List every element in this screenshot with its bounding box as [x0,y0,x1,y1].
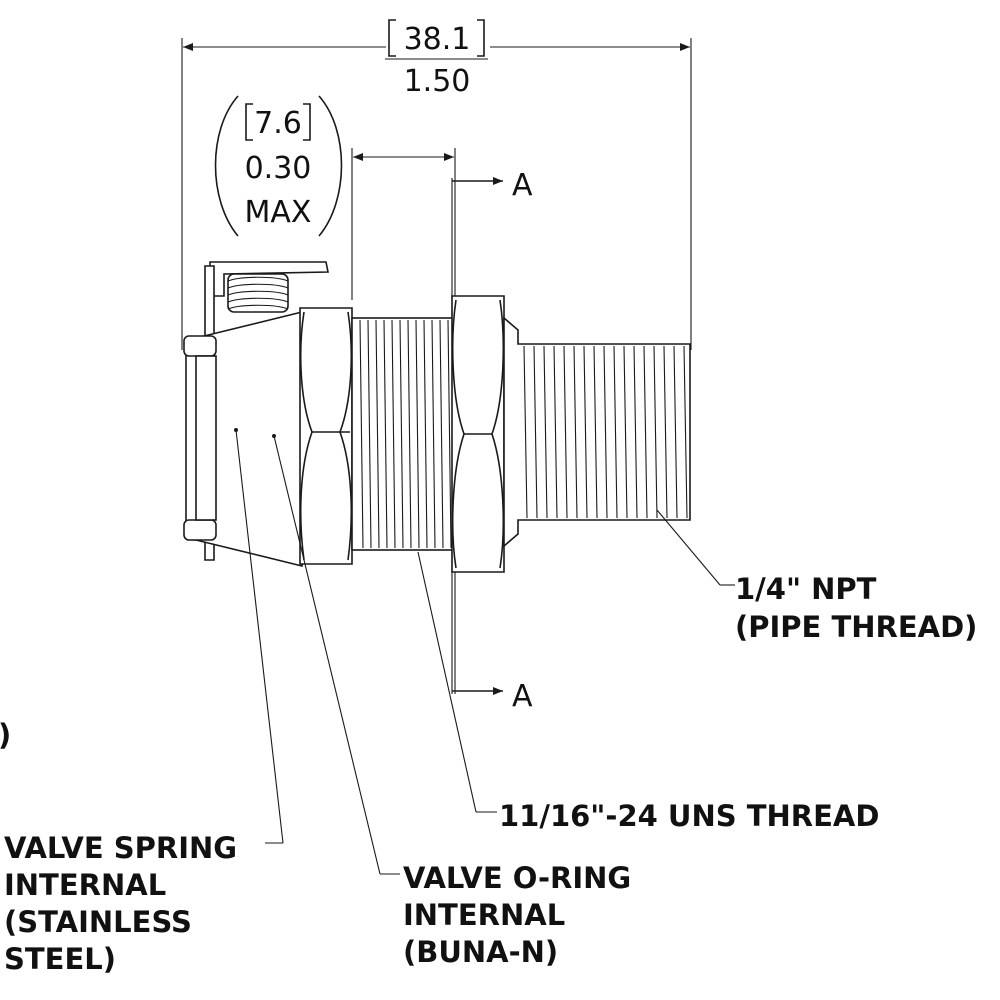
thread-crest [543,345,548,519]
thread-crest [633,345,638,519]
thread-crest [583,345,588,519]
thread-crest [407,319,412,549]
groove-bottom [183,519,217,541]
overall-dimension: 38.1 1.50 [181,19,692,350]
thread-crest [375,319,380,549]
thread-crest [663,345,668,519]
thread-crest [431,319,436,549]
valve-oring-line2: INTERNAL [403,898,565,932]
section-label-bottom: A [512,679,533,714]
thread-crest [573,345,578,519]
npt-thread-section [503,316,691,548]
bracket-left [388,19,396,57]
panel-dimension: 7.6 0.30 MAX [214,95,454,300]
valve-oring-line3: (BUNA-N) [403,935,558,969]
thread-crest [423,319,428,549]
uns-thread-label: 11/16"-24 UNS THREAD [499,799,879,833]
coupling-part [183,261,691,573]
valve-spring-line1: VALVE SPRING [4,831,237,865]
valve-spring-line3: (STAINLESS [4,905,192,939]
thread-crest [399,319,404,549]
panel-qualifier: MAX [245,195,312,230]
thread-crest [623,345,628,519]
leader-valve-spring [235,429,284,844]
section-label-top: A [512,168,533,203]
paren-left [214,95,239,237]
thread-crest [533,345,538,519]
hex-body [299,307,353,565]
valve-oring-line1: VALVE O-RING [403,861,631,895]
thread-crest [523,345,528,519]
paren-right [318,95,343,237]
groove-top [183,335,217,357]
leader-pipe-thread [656,509,721,586]
panel-metric: 7.6 [254,106,302,141]
thread-crest [683,345,688,519]
thread-crest [563,345,568,519]
thread-crest [359,319,364,549]
panel-nut [451,295,505,573]
thread-crest [603,345,608,519]
thread-crest [439,319,444,549]
thread-crest [553,345,558,519]
spring-coil-visible [227,273,289,313]
panel-bracket-right [303,103,311,141]
panel-bracket-left [245,103,253,141]
thread-crest [391,319,396,549]
leaders [234,428,735,875]
thread-crest [415,319,420,549]
valve-spring-line4: STEEL) [4,942,116,976]
leader-uns-thread [417,551,477,813]
thread-crest [673,345,678,519]
thread-crest [643,345,648,519]
thread-crest [447,319,452,549]
thread-crest [613,345,618,519]
thread-crest [367,319,372,549]
panel-inch: 0.30 [245,151,312,186]
bracket-right [477,19,485,57]
thread-crest [593,345,598,519]
pipe-thread-line2: (PIPE THREAD) [735,610,977,644]
thread-crest [653,345,658,519]
front-face [195,355,217,521]
uns-thread-section [351,317,457,551]
partial-callout: ) [0,718,11,752]
thread-crest [383,319,388,549]
callout-text: ) 1/4" NPT (PIPE THREAD) 11/16"-24 UNS T… [0,572,977,976]
pipe-thread-line1: 1/4" NPT [735,572,877,606]
overall-metric: 38.1 [404,22,471,57]
valve-spring-line2: INTERNAL [4,868,166,902]
leader-valve-oring [273,435,381,875]
overall-inch: 1.50 [404,64,471,99]
